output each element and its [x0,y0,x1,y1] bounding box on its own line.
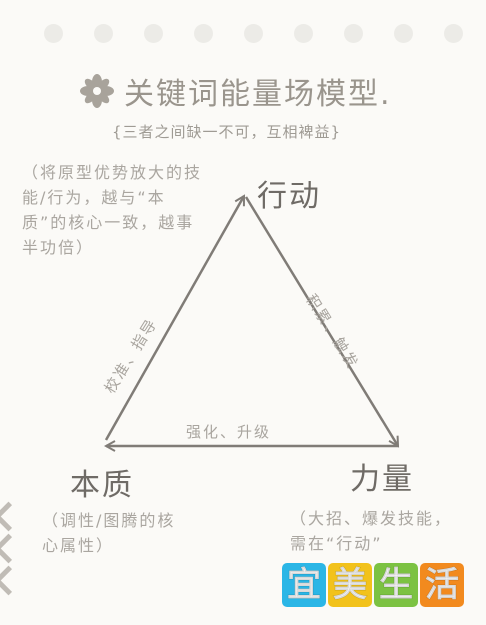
edge-label-strengthen: 强化、升级 [186,423,272,441]
binder-hole [94,24,113,43]
watermark-logo: 宜 美 生 活 [282,563,464,607]
edge-line-left [104,196,246,441]
binder-hole [194,24,213,43]
edge-line-right [244,196,398,446]
watermark-char: 生 [374,563,418,607]
note-action: （将原型优势放大的技能/行为，越与“本质”的核心一致，越事半功倍） [22,163,203,257]
binder-hole [394,24,413,43]
watermark-char: 美 [328,563,372,607]
page-subtitle: {三者之间缺一不可，互相裨益} [112,123,342,141]
node-essence: 本质 [70,468,134,503]
watermark-char: 活 [420,563,464,607]
watermark-char: 宜 [282,563,326,607]
title-row: 关键词能量场模型. [80,70,392,112]
flower-icon [80,74,114,108]
node-action: 行动 [257,179,321,214]
note-essence: （调性/图腾的核心属性） [42,511,176,555]
note-power: （大招、爆发技能，需在“行动” [290,509,453,553]
binder-hole [44,24,63,43]
binder-hole [144,24,163,43]
binder-hole [244,24,263,43]
binder-hole [444,24,463,43]
binder-hole [344,24,363,43]
node-power: 力量 [350,462,414,497]
binder-holes [44,24,464,46]
page-title: 关键词能量场模型. [124,77,392,112]
binder-hole [294,24,313,43]
